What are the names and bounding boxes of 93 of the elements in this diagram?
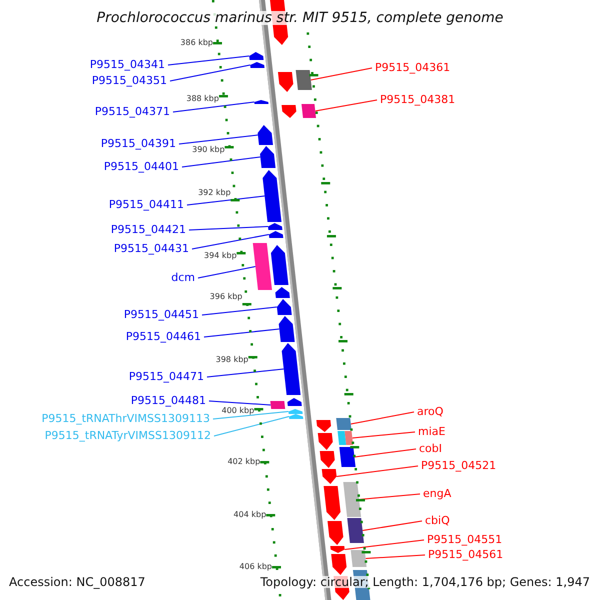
gene-glyph bbox=[282, 105, 296, 118]
gene-label: aroQ bbox=[417, 406, 444, 417]
gene-glyph bbox=[258, 125, 273, 145]
gene-label: P9515_04421 bbox=[110, 224, 186, 235]
gene-label: P9515_04431 bbox=[114, 243, 189, 254]
gene-label: P9515_04401 bbox=[104, 161, 179, 172]
gene-glyph bbox=[287, 398, 302, 406]
gene-glyph bbox=[322, 469, 337, 484]
gene-block bbox=[338, 431, 346, 445]
leader-line bbox=[212, 411, 289, 420]
gene-glyph bbox=[249, 52, 264, 60]
leader-line bbox=[208, 400, 272, 406]
gene-block bbox=[301, 104, 316, 118]
gene-glyph bbox=[278, 72, 294, 92]
gene-block bbox=[252, 243, 272, 290]
tick-label: 402 kbp bbox=[228, 458, 260, 466]
leader-line bbox=[354, 448, 416, 458]
leader-line bbox=[206, 368, 284, 378]
tick-label: 388 kbp bbox=[186, 95, 219, 103]
tick-label: 392 kbp bbox=[198, 189, 231, 197]
tick-label: 386 kbp bbox=[180, 39, 213, 47]
gene-block bbox=[296, 70, 312, 90]
gene-label: cobI bbox=[419, 443, 442, 454]
gene-glyph bbox=[254, 100, 268, 104]
leader-line bbox=[168, 56, 250, 66]
leader-line bbox=[198, 266, 256, 278]
genome-info-text: Topology: circular; Length: 1,704,176 bp; Genes: 1,947 bbox=[260, 576, 590, 588]
gene-label: P9515_tRNAThrVIMSS1309113 bbox=[42, 413, 210, 424]
leader-line bbox=[202, 306, 278, 316]
leader-line bbox=[186, 196, 266, 206]
gene-glyph bbox=[260, 146, 276, 168]
leader-line bbox=[310, 68, 372, 80]
tick-label: 404 kbp bbox=[234, 511, 266, 519]
leader-line bbox=[344, 540, 424, 550]
gene-label: P9515_04451 bbox=[124, 309, 199, 320]
gene-glyph bbox=[250, 62, 264, 68]
leader-line bbox=[188, 226, 268, 230]
tick-label: 406 kbp bbox=[239, 563, 272, 571]
gene-label: dcm bbox=[171, 272, 195, 283]
gene-label: cbiQ bbox=[425, 515, 450, 526]
leader-line bbox=[362, 520, 422, 531]
gene-label: P9515_04341 bbox=[90, 59, 165, 70]
gene-glyph bbox=[276, 299, 292, 315]
leader-line bbox=[192, 234, 270, 250]
gene-glyph bbox=[278, 316, 295, 342]
gene-label: miaE bbox=[418, 426, 446, 437]
leader-line bbox=[336, 466, 418, 477]
gene-label: P9515_tRNATyrVIMSS1309112 bbox=[44, 430, 211, 441]
tick-label: 394 kbp bbox=[204, 252, 237, 260]
gene-block bbox=[336, 418, 352, 430]
leader-line bbox=[170, 64, 251, 82]
gene-glyph bbox=[318, 433, 333, 450]
gene-label: P9515_04381 bbox=[380, 94, 456, 105]
gene-label: P9515_04561 bbox=[428, 549, 504, 560]
gene-label: P9515_04551 bbox=[427, 534, 502, 545]
leader-line bbox=[178, 134, 258, 144]
gene-label: P9515_04371 bbox=[94, 106, 170, 117]
leader-line bbox=[172, 102, 255, 112]
gene-label: P9515_04471 bbox=[128, 371, 204, 382]
gene-label: P9515_04361 bbox=[375, 62, 450, 73]
accession-text: Accession: NC_008817 bbox=[9, 576, 146, 588]
gene-block bbox=[270, 401, 286, 409]
gene-block bbox=[350, 550, 367, 567]
gene-label: P9515_04481 bbox=[130, 395, 206, 406]
tick-label: 390 kbp bbox=[192, 146, 225, 154]
gene-glyph bbox=[320, 451, 335, 468]
gene-glyph bbox=[270, 245, 288, 285]
tick-label: 400 kbp bbox=[222, 407, 254, 415]
gene-label: P9515_04391 bbox=[100, 138, 176, 149]
gene-block bbox=[344, 431, 354, 445]
gene-label: P9515_04411 bbox=[108, 199, 184, 210]
leader-line bbox=[350, 412, 414, 424]
tick-label: 398 kbp bbox=[216, 356, 248, 364]
tick-label: 396 kbp bbox=[210, 293, 242, 301]
leader-line bbox=[365, 554, 426, 559]
gene-glyph bbox=[268, 231, 284, 238]
gene-glyph bbox=[324, 486, 341, 520]
gene-label: P9515_04461 bbox=[126, 331, 201, 342]
gene-label: P9515_04521 bbox=[421, 460, 496, 471]
gene-glyph bbox=[288, 414, 304, 419]
gene-label: engA bbox=[423, 488, 452, 499]
gene-block bbox=[339, 447, 356, 467]
gene-glyph bbox=[275, 287, 290, 298]
leader-line bbox=[314, 100, 378, 112]
gene-block bbox=[347, 518, 364, 543]
gene-label: P9515_04351 bbox=[92, 75, 167, 86]
leader-line bbox=[352, 432, 416, 438]
gene-glyph bbox=[288, 409, 303, 414]
gene-glyph bbox=[316, 420, 332, 432]
leader-line bbox=[204, 328, 280, 338]
leader-line bbox=[182, 156, 261, 168]
leader-line bbox=[214, 416, 290, 436]
gene-block bbox=[343, 482, 362, 517]
